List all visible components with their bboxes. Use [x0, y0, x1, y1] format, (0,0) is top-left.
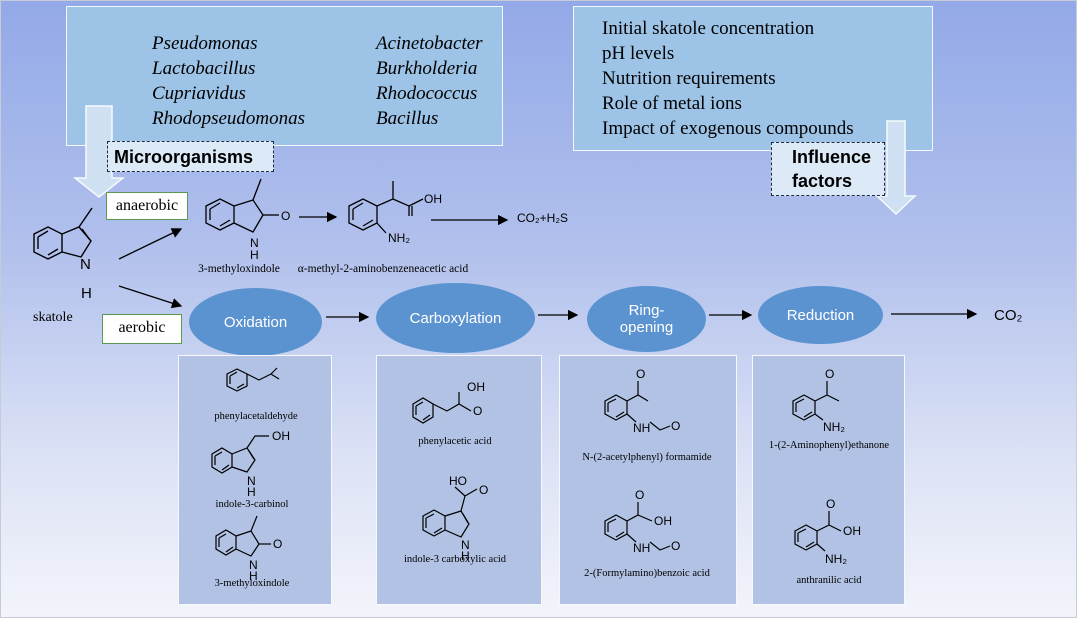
compound-label: anthranilic acid — [796, 575, 862, 586]
compound-label: phenylacetaldehyde — [214, 411, 298, 422]
factor-item: pH levels — [602, 43, 675, 64]
aerobic-condition-label: aerobic — [102, 314, 182, 344]
atom-nh: NH — [633, 541, 650, 555]
atom-h: H — [461, 549, 470, 563]
atom-o: O — [636, 367, 645, 381]
atom-oh: OH — [272, 429, 290, 443]
final-product-co2: CO₂ — [994, 307, 1023, 324]
atom-nh: NH — [633, 421, 650, 435]
atom-n: N — [461, 538, 470, 552]
skatole-h-atom: H — [81, 285, 92, 302]
influence-label-line2: factors — [792, 171, 853, 191]
atom-h: H — [250, 248, 259, 262]
oxidation-step: Oxidation — [189, 288, 322, 356]
atom-o: O — [281, 209, 290, 223]
atom-h: H — [249, 569, 258, 583]
reduction-structures: O NH₂ O OH NH₂ — [792, 367, 861, 566]
atom-nh2: NH₂ — [823, 420, 845, 434]
factor-item: Role of metal ions — [602, 93, 742, 114]
anaerobic-products: CO₂+H₂S — [517, 211, 568, 225]
atom-nh2: NH₂ — [825, 552, 847, 566]
genus-label: Rhodococcus — [376, 83, 478, 104]
skatole-n-atom: N — [80, 256, 91, 273]
genus-label: Acinetobacter — [376, 33, 483, 54]
atom-o: O — [826, 497, 835, 511]
compound-label: N-(2-acetylphenyl) formamide — [582, 452, 712, 463]
atom-ho: HO — [449, 474, 467, 488]
atom-nh: N — [250, 236, 259, 250]
carboxylation-structures: OH O HO O N H — [412, 380, 488, 563]
microorganisms-label: Microorganisms — [107, 141, 274, 172]
skatole-label: skatole — [33, 310, 73, 325]
atom-o: O — [473, 404, 482, 418]
genus-label: Rhodopseudomonas — [152, 108, 306, 129]
reduction-intermediates-panel: O NH₂ O OH NH₂ 1-(2-Aminophenyl)ethanone… — [752, 355, 905, 605]
atom-oh: OH — [467, 380, 485, 394]
genus-label: Burkholderia — [376, 58, 478, 79]
atom-oh: OH — [424, 192, 442, 206]
genus-label: Lactobacillus — [152, 58, 256, 79]
microorganisms-box: Pseudomonas Lactobacillus Cupriavidus Rh… — [66, 6, 503, 146]
reduction-step: Reduction — [758, 286, 883, 344]
oxidation-intermediates-panel: OH N H O N H phenylacetaldehyde indole-3… — [178, 355, 332, 605]
compound-label: α-methyl-2-aminobenzeneacetic acid — [297, 263, 469, 275]
ring-opening-intermediates-panel: O NH O O OH NH O N-(2-acetylphenyl) form… — [559, 355, 737, 605]
atom-o: O — [273, 537, 282, 551]
influence-factors-label: Influence factors — [771, 142, 885, 196]
carboxylation-intermediates-panel: OH O HO O N H phenylacetic acid indole-3… — [376, 355, 542, 605]
atom-o: O — [635, 488, 644, 502]
genus-label: Pseudomonas — [152, 33, 258, 54]
atom-o: O — [825, 367, 834, 381]
ring-opening-label: Ring-opening — [619, 302, 674, 336]
atom-o: O — [671, 539, 680, 553]
atom-h: H — [247, 485, 256, 499]
factor-item: Impact of exogenous compounds — [602, 118, 854, 139]
ring-opening-step: Ring-opening — [587, 286, 706, 352]
atom-n: N — [249, 558, 258, 572]
atom-o: O — [479, 483, 488, 497]
atom-nh2: NH₂ — [388, 231, 410, 245]
phenylacetaldehyde-structure: OH N H O N H — [211, 367, 290, 583]
factor-item: Initial skatole concentration — [602, 18, 815, 39]
carboxylation-step: Carboxylation — [376, 283, 535, 353]
influence-label-line1: Influence — [792, 147, 872, 167]
compound-label: 3-methyloxindole — [198, 263, 280, 275]
atom-oh: OH — [654, 514, 672, 528]
compound-label: 2-(Formylamino)benzoic acid — [584, 568, 710, 579]
genus-label: Bacillus — [376, 108, 439, 129]
atom-o: O — [671, 419, 680, 433]
factor-item: Nutrition requirements — [602, 68, 776, 89]
compound-label: 1-(2-Aminophenyl)ethanone — [768, 440, 890, 451]
atom-n: N — [247, 474, 256, 488]
compound-label: 3-methyloxindole — [214, 578, 290, 589]
influence-factors-box: Initial skatole concentration pH levels … — [573, 6, 933, 151]
atom-oh: OH — [843, 524, 861, 538]
compound-label: indole-3 carboxylic acid — [403, 554, 507, 565]
ring-opening-structures: O NH O O OH NH O — [604, 367, 680, 555]
compound-label: indole-3-carbinol — [215, 499, 289, 510]
anaerobic-condition-label: anaerobic — [106, 192, 188, 220]
compound-label: phenylacetic acid — [418, 436, 492, 447]
genus-label: Cupriavidus — [152, 83, 246, 104]
